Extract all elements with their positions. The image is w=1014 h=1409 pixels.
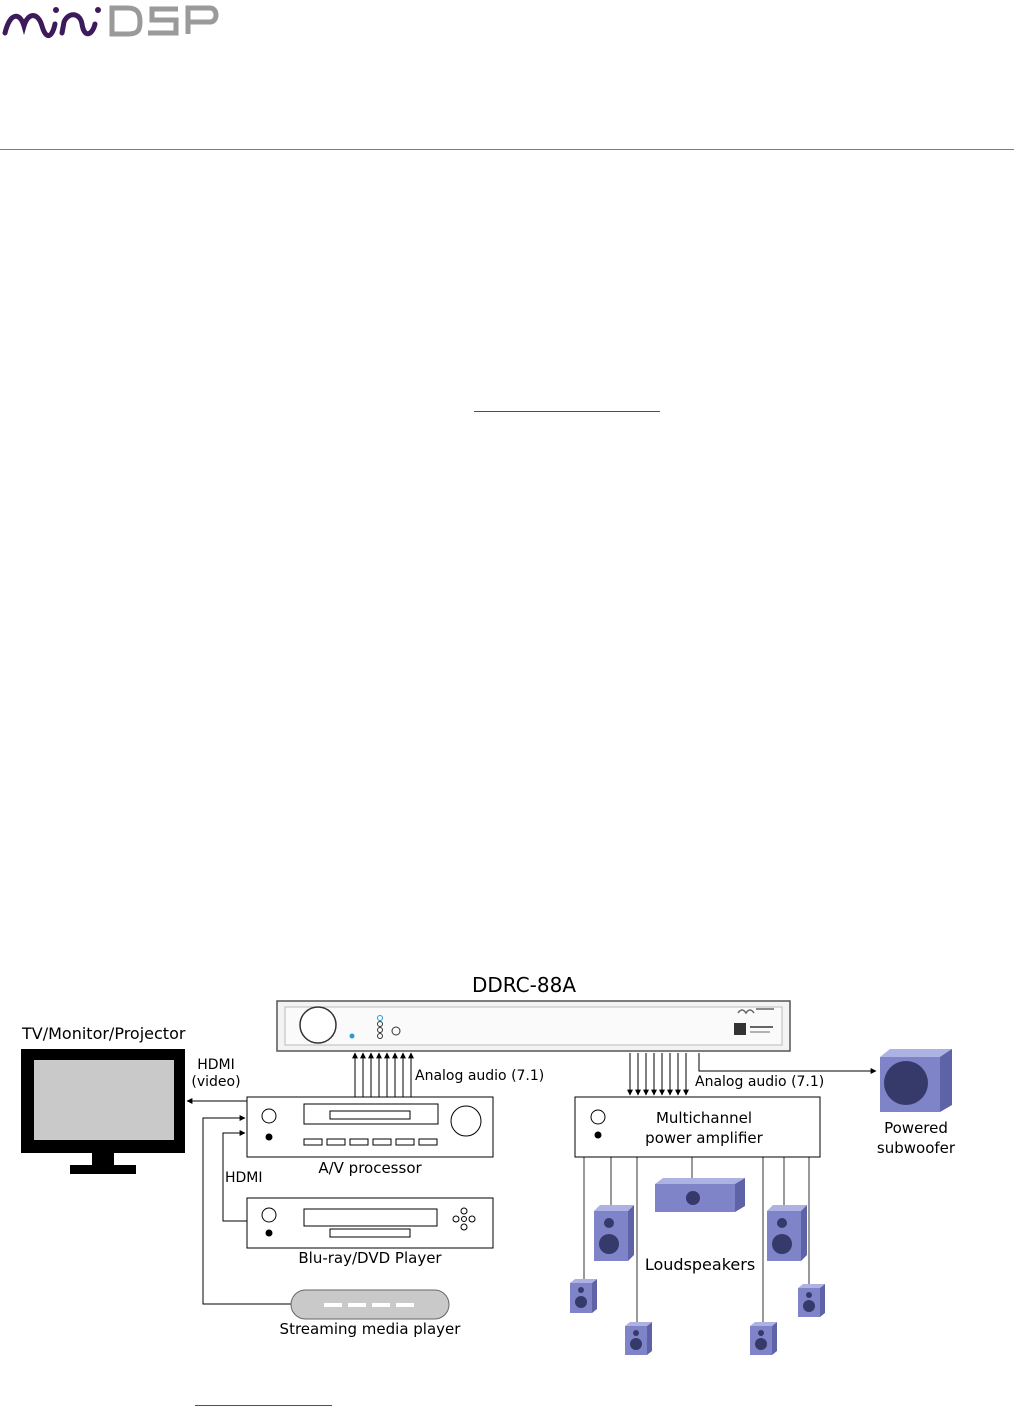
loudspeaker-icon <box>750 1322 777 1355</box>
av-processor-label: A/V processor <box>318 1159 422 1177</box>
loudspeaker-icon <box>767 1205 807 1261</box>
subwoofer-icon <box>880 1049 952 1112</box>
amplifier-label-line1: Multichannel <box>656 1109 752 1127</box>
loudspeaker-icon <box>798 1284 825 1317</box>
streaming-player-icon <box>290 1289 450 1320</box>
connection-diagram: DDRC-88A Analog audio (7.1) Analog audio… <box>21 973 956 1355</box>
hdmi-label: HDMI <box>225 1170 263 1186</box>
analog-audio-in-label: Analog audio (7.1) <box>415 1068 544 1084</box>
streaming-label: Streaming media player <box>280 1320 462 1338</box>
logo-mini-mark <box>2 7 101 38</box>
power-amplifier-icon <box>574 1096 821 1158</box>
loudspeaker-icon <box>625 1322 652 1355</box>
analog-audio-out-label: Analog audio (7.1) <box>695 1074 824 1090</box>
hdmi-video-label-line2: (video) <box>191 1074 240 1090</box>
subwoofer-label-line1: Powered <box>884 1119 948 1137</box>
loudspeaker-icon <box>594 1205 634 1261</box>
minidsp-logo <box>2 5 219 38</box>
hdmi-bluray-connection <box>222 1130 247 1222</box>
bluray-label: Blu-ray/DVD Player <box>298 1249 442 1267</box>
amplifier-label-line2: power amplifier <box>645 1129 763 1147</box>
volume-knob-icon <box>299 1006 337 1044</box>
analog-input-arrows <box>352 1052 414 1097</box>
bluray-player-icon <box>246 1197 494 1249</box>
tv-monitor-icon <box>21 1049 185 1174</box>
subwoofer-label-line2: subwoofer <box>877 1139 956 1157</box>
hdmi-streaming-connection <box>202 1115 291 1305</box>
loudspeakers-label: Loudspeakers <box>645 1255 755 1274</box>
analog-output-arrows <box>627 1053 689 1096</box>
logo-dsp-mark <box>109 5 219 37</box>
ddrc-88a-unit <box>276 1000 791 1052</box>
loudspeaker-icon <box>570 1279 597 1313</box>
center-speaker-icon <box>655 1178 745 1212</box>
header-divider <box>0 149 1014 150</box>
dirac-live-badge-icon <box>734 1023 746 1035</box>
hdmi-video-label-line1: HDMI <box>197 1057 235 1073</box>
speaker-wires <box>583 1157 810 1322</box>
tv-label: TV/Monitor/Projector <box>21 1024 186 1043</box>
link-underline[interactable] <box>195 1405 332 1406</box>
av-processor-icon <box>246 1096 494 1158</box>
subwoofer-connection <box>698 1053 877 1074</box>
link-underline[interactable] <box>474 411 660 412</box>
dsp-title: DDRC-88A <box>472 973 576 997</box>
